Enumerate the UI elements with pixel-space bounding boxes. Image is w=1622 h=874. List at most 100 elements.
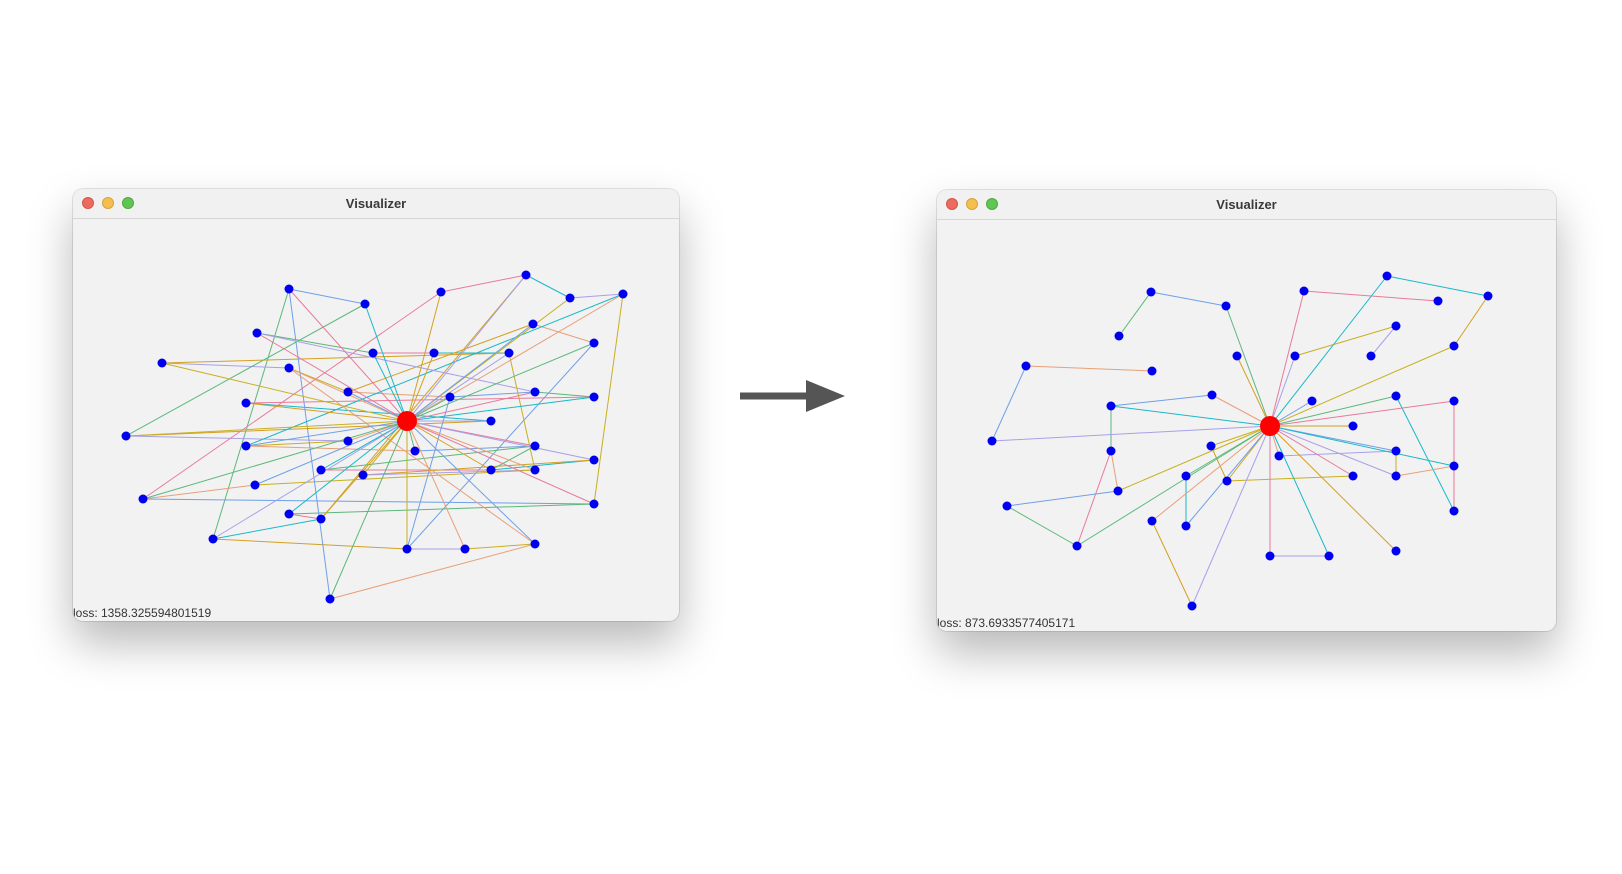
titlebar: Visualizer xyxy=(73,189,679,219)
graph-node xyxy=(1106,446,1116,456)
graph-plot xyxy=(121,270,628,604)
graph-node xyxy=(1207,390,1217,400)
graph-edge xyxy=(142,484,256,500)
graph-node xyxy=(1002,501,1012,511)
titlebar: Visualizer xyxy=(937,190,1556,220)
graph-edge xyxy=(288,503,595,515)
graph-node xyxy=(445,392,455,402)
graph-node xyxy=(1206,441,1216,451)
minimize-button[interactable] xyxy=(966,198,978,210)
center-edge xyxy=(1269,355,1296,427)
graph-node xyxy=(1391,546,1401,556)
graph-edge xyxy=(406,396,451,550)
center-edge xyxy=(406,352,510,422)
center-edge xyxy=(256,332,408,422)
graph-node xyxy=(1483,291,1493,301)
center-edge xyxy=(288,288,408,422)
center-edge xyxy=(288,420,408,515)
graph-node xyxy=(325,594,335,604)
graph-edge xyxy=(288,367,536,545)
graph-edge xyxy=(347,391,451,398)
graph-node xyxy=(121,431,131,441)
graph-edge xyxy=(991,365,1027,442)
graph-node xyxy=(1106,401,1116,411)
center-edge xyxy=(1269,425,1455,467)
graph-node xyxy=(1147,366,1157,376)
close-button[interactable] xyxy=(82,197,94,209)
center-edge xyxy=(406,396,595,422)
graph-node xyxy=(360,299,370,309)
center-edge xyxy=(1151,425,1271,522)
window-title: Visualizer xyxy=(345,196,407,211)
zoom-button[interactable] xyxy=(986,198,998,210)
graph-edge xyxy=(245,293,624,447)
graph-plot xyxy=(987,271,1493,611)
graph-edge xyxy=(1006,490,1119,507)
graph-edge xyxy=(256,332,536,393)
graph-edge xyxy=(569,293,624,299)
graph-node xyxy=(589,392,599,402)
graph-edge xyxy=(1150,291,1227,307)
center-edge xyxy=(1269,425,1397,552)
center-edge xyxy=(406,420,536,545)
graph-edge xyxy=(593,293,624,505)
center-edge xyxy=(1185,425,1271,527)
zoom-button[interactable] xyxy=(122,197,134,209)
center-edge xyxy=(372,352,408,422)
graph-node xyxy=(530,441,540,451)
graph-node xyxy=(530,465,540,475)
center-edge xyxy=(1110,405,1271,427)
graph-edge xyxy=(320,445,536,471)
graph-node xyxy=(460,544,470,554)
window-title: Visualizer xyxy=(1216,197,1277,212)
graph-edge xyxy=(464,543,536,550)
graph-node xyxy=(530,387,540,397)
center-edge xyxy=(406,391,536,422)
graph-node xyxy=(410,446,420,456)
graph-edge xyxy=(490,459,595,471)
graph-edge xyxy=(1395,465,1455,477)
center-edge xyxy=(254,420,408,486)
graph-node xyxy=(1221,301,1231,311)
close-button[interactable] xyxy=(946,198,958,210)
center-edge xyxy=(406,293,624,422)
center-edge xyxy=(1225,305,1271,427)
graph-node xyxy=(1187,601,1197,611)
minimize-button[interactable] xyxy=(102,197,114,209)
graph-edge xyxy=(1226,475,1354,482)
graph-node xyxy=(1181,471,1191,481)
graph-edge xyxy=(449,391,536,398)
graph-node xyxy=(486,416,496,426)
graph-node xyxy=(565,293,575,303)
graph-node xyxy=(343,436,353,446)
center-node xyxy=(397,411,417,431)
graph-node xyxy=(1021,361,1031,371)
center-edge xyxy=(329,420,408,600)
center-edge xyxy=(1269,425,1354,477)
graph-edge xyxy=(256,332,374,354)
graph-edge xyxy=(1210,445,1228,482)
graph-node xyxy=(530,539,540,549)
center-edge xyxy=(406,420,536,471)
graph-edge xyxy=(161,352,510,364)
center-edge xyxy=(406,352,435,422)
graph-node xyxy=(1072,541,1082,551)
graph-node xyxy=(1391,446,1401,456)
graph-node xyxy=(1307,396,1317,406)
graph-node xyxy=(1449,506,1459,516)
graph-node xyxy=(1265,551,1275,561)
center-edge xyxy=(142,420,408,500)
graph-node xyxy=(987,436,997,446)
center-edge xyxy=(1117,425,1271,492)
graph-node xyxy=(528,319,538,329)
graph-node xyxy=(1391,471,1401,481)
graph-node xyxy=(1299,286,1309,296)
graph-edge xyxy=(1006,505,1078,547)
graph-edge xyxy=(1118,291,1152,337)
center-edge xyxy=(161,362,408,422)
graph-node xyxy=(241,398,251,408)
graph-node xyxy=(618,289,628,299)
graph-node xyxy=(589,455,599,465)
center-edge xyxy=(406,291,442,422)
graph-node xyxy=(368,348,378,358)
